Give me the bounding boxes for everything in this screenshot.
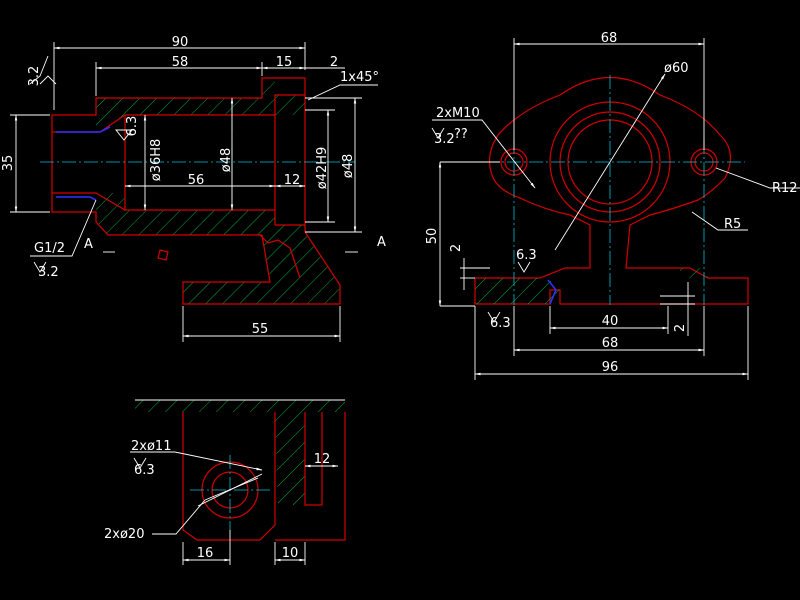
dim-base-length: 55 xyxy=(252,322,269,337)
leader-tapped xyxy=(432,119,536,189)
dim-overall-length: 90 xyxy=(172,35,189,50)
slot-finish-bottom: 6.3 xyxy=(490,316,511,331)
dim-hole-11: 2xø11 xyxy=(131,439,171,454)
tapped-finish: 3.2 xyxy=(434,132,455,147)
dim-slot-width: 40 xyxy=(602,314,619,329)
front-view: 90 58 15 2 1x45° 35 ø36H8 ø48 56 12 xyxy=(1,35,386,342)
slot-finish-tri-top xyxy=(517,261,531,273)
dim-bottom-68: 68 xyxy=(602,336,619,351)
thread-finish: 3.2 xyxy=(38,265,59,280)
section-label-left: A xyxy=(84,237,93,252)
dim-r12: R12 xyxy=(772,181,798,196)
thread-lines xyxy=(56,126,111,201)
dim-groove-width: 12 xyxy=(284,173,301,188)
dim-bore-36: ø36H8 xyxy=(149,139,164,182)
section-outline xyxy=(182,412,346,541)
thread-spec: G1/2 xyxy=(34,241,65,256)
dim-step-length: 15 xyxy=(276,55,293,70)
front-lower-wall-section xyxy=(96,193,340,304)
dim-line-60 xyxy=(554,73,666,251)
section-top-slab xyxy=(135,400,345,412)
side-thread-line xyxy=(547,279,557,305)
side-right-base-section xyxy=(680,268,708,278)
section-view: 2xø11 6.3 2xø20 12 16 10 xyxy=(104,399,346,565)
dim-outer-48: ø48 xyxy=(341,154,356,179)
dim-offset-16: 16 xyxy=(197,546,214,561)
dim-bore-48: ø48 xyxy=(219,148,234,173)
leader-r5 xyxy=(691,211,748,231)
dim-chamfer: 1x45° xyxy=(340,70,379,85)
slot-finish-top: 6.3 xyxy=(516,248,537,263)
leader-counterbore xyxy=(152,499,206,535)
dim-base-step: 2 xyxy=(449,244,464,252)
tapped-depth: ?? xyxy=(454,127,468,142)
flange-outline xyxy=(474,77,749,305)
leader-r12 xyxy=(715,167,800,189)
dim-rib-width: 12 xyxy=(314,452,331,467)
front-upper-wall-section xyxy=(96,78,305,132)
dim-top-width: 68 xyxy=(601,31,618,46)
front-outline xyxy=(51,77,341,305)
surface-mark-top-left-tri xyxy=(39,75,57,85)
surface-mark-top-left xyxy=(29,55,49,85)
slot-finish-tri-bottom xyxy=(487,311,501,323)
dim-bore-length: 58 xyxy=(172,55,189,70)
dim-tapped-holes: 2xM10 xyxy=(436,106,480,121)
front-keyway xyxy=(157,249,169,261)
thread-finish-tri xyxy=(33,261,47,273)
dim-chamfer-width: 2 xyxy=(330,55,338,70)
dim-bottom-96: 96 xyxy=(602,360,619,375)
surface-mark-bore xyxy=(115,129,133,141)
dim-r5: R5 xyxy=(724,217,741,232)
leader-hole-11 xyxy=(130,451,263,471)
dim-right-step: 2 xyxy=(673,324,688,332)
dim-flange-dia: ø60 xyxy=(664,61,689,76)
hole-11-finish-tri xyxy=(133,457,147,469)
dim-hole-11-finish: 6.3 xyxy=(134,463,155,478)
dim-line-counterbore xyxy=(204,477,259,501)
dim-height-50: 50 xyxy=(425,228,440,245)
side-base-section xyxy=(475,278,560,304)
dim-counterbore-20: 2xø20 xyxy=(104,527,144,542)
surface-finish-bore: 6.3 xyxy=(125,116,140,137)
dim-bore-42: ø42H9 xyxy=(315,147,330,190)
section-rib xyxy=(275,412,305,505)
leader-chamfer xyxy=(307,84,378,101)
tapped-finish-tri xyxy=(431,127,445,139)
section-label-right: A xyxy=(377,235,386,250)
dim-height: 35 xyxy=(1,155,16,172)
leader-thread xyxy=(30,199,97,257)
front-bore-lines xyxy=(52,94,305,279)
side-view: 68 ø60 2xM10 3.2 ?? R12 R5 50 2 6.3 6.3 xyxy=(425,31,800,380)
dim-hole-length: 56 xyxy=(188,173,205,188)
surface-finish-left: 3.2 xyxy=(27,66,42,87)
dim-wall-10: 10 xyxy=(282,546,299,561)
